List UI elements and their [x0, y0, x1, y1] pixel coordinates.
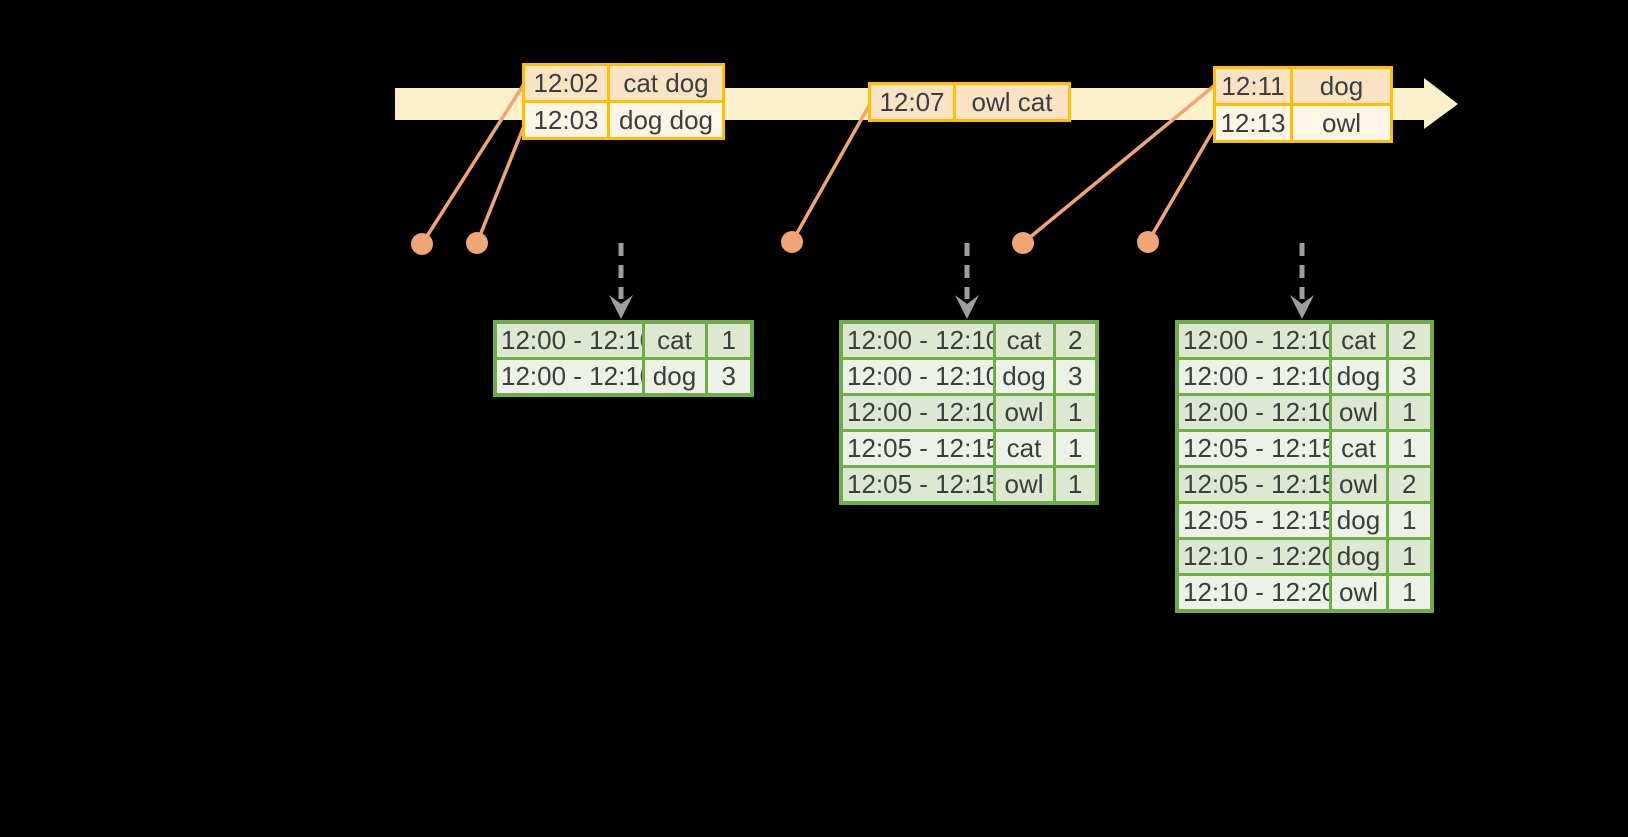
word-cell: cat	[641, 320, 708, 360]
word-cell: owl	[1328, 393, 1389, 432]
count-cell: 1	[1385, 573, 1434, 613]
word-cell: owl	[1328, 573, 1389, 613]
window-cell: 12:00 - 12:10	[839, 357, 996, 396]
word-cell: dog	[1328, 357, 1389, 396]
event-table-1: 12:02 cat dog 12:03 dog dog	[522, 63, 725, 140]
result-row: 12:00 - 12:10 owl 1	[839, 393, 1099, 432]
result-table-2: 12:00 - 12:10 cat 2 12:00 - 12:10 dog 3 …	[839, 320, 1099, 505]
result-row: 12:00 - 12:10 cat 2	[1175, 320, 1434, 360]
event-row: 12:11 dog	[1213, 66, 1393, 106]
window-cell: 12:05 - 12:15	[1175, 501, 1332, 540]
event-marker-dot	[411, 233, 433, 255]
result-row: 12:00 - 12:10 cat 2	[839, 320, 1099, 360]
event-time-cell: 12:13	[1213, 103, 1293, 143]
count-cell: 2	[1052, 320, 1099, 360]
event-words-cell: dog dog	[607, 100, 725, 140]
trigger-arrowhead-icon	[1290, 295, 1314, 319]
word-cell: cat	[992, 429, 1056, 468]
count-cell: 3	[1052, 357, 1099, 396]
event-leader-line	[475, 125, 526, 244]
event-row: 12:03 dog dog	[522, 100, 725, 140]
count-cell: 1	[1385, 501, 1434, 540]
event-time-cell: 12:07	[868, 82, 956, 122]
result-row: 12:00 - 12:10 dog 3	[1175, 357, 1434, 396]
window-cell: 12:00 - 12:10	[1175, 393, 1332, 432]
event-words-cell: owl cat	[953, 82, 1071, 122]
count-cell: 1	[1385, 537, 1434, 576]
event-leader-line	[790, 103, 872, 243]
result-row: 12:05 - 12:15 dog 1	[1175, 501, 1434, 540]
count-cell: 3	[704, 357, 754, 397]
event-row: 12:02 cat dog	[522, 63, 725, 103]
word-cell: dog	[641, 357, 708, 397]
event-row: 12:13 owl	[1213, 103, 1393, 143]
result-row: 12:00 - 12:10 dog 3	[839, 357, 1099, 396]
window-cell: 12:05 - 12:15	[1175, 465, 1332, 504]
result-row: 12:05 - 12:15 cat 1	[1175, 429, 1434, 468]
event-words-cell: dog	[1290, 66, 1393, 106]
result-row: 12:00 - 12:10 dog 3	[493, 357, 754, 397]
word-cell: cat	[1328, 320, 1389, 360]
event-leader-line	[420, 83, 526, 245]
event-time-cell: 12:03	[522, 100, 610, 140]
event-time-cell: 12:11	[1213, 66, 1293, 106]
word-cell: owl	[992, 393, 1056, 432]
word-cell: owl	[1328, 465, 1389, 504]
window-cell: 12:00 - 12:10	[493, 357, 645, 397]
word-cell: cat	[1328, 429, 1389, 468]
count-cell: 1	[1052, 465, 1099, 505]
count-cell: 1	[1052, 393, 1099, 432]
event-table-3: 12:11 dog 12:13 owl	[1213, 66, 1393, 143]
count-cell: 2	[1385, 320, 1434, 360]
window-cell: 12:05 - 12:15	[839, 429, 996, 468]
event-marker-dot	[781, 231, 803, 253]
count-cell: 1	[1385, 393, 1434, 432]
word-cell: cat	[992, 320, 1056, 360]
window-cell: 12:10 - 12:20	[1175, 537, 1332, 576]
result-row: 12:00 - 12:10 cat 1	[493, 320, 754, 360]
event-marker-dots	[411, 231, 1159, 255]
count-cell: 1	[1052, 429, 1099, 468]
timeline-arrowhead-icon	[1424, 78, 1458, 129]
result-row: 12:10 - 12:20 dog 1	[1175, 537, 1434, 576]
event-marker-dot	[1012, 232, 1034, 254]
event-time-cell: 12:02	[522, 63, 610, 103]
result-row: 12:05 - 12:15 owl 1	[839, 465, 1099, 505]
result-row: 12:00 - 12:10 owl 1	[1175, 393, 1434, 432]
word-cell: owl	[992, 465, 1056, 505]
event-marker-dot	[1137, 231, 1159, 253]
event-leader-lines	[420, 83, 1217, 245]
result-row: 12:05 - 12:15 owl 2	[1175, 465, 1434, 504]
window-cell: 12:10 - 12:20	[1175, 573, 1332, 613]
word-cell: dog	[1328, 537, 1389, 576]
result-table-3: 12:00 - 12:10 cat 2 12:00 - 12:10 dog 3 …	[1175, 320, 1434, 613]
result-row: 12:05 - 12:15 cat 1	[839, 429, 1099, 468]
count-cell: 2	[1385, 465, 1434, 504]
window-cell: 12:00 - 12:10	[493, 320, 645, 360]
window-cell: 12:05 - 12:15	[839, 465, 996, 505]
event-leader-line	[1146, 126, 1217, 243]
word-cell: dog	[1328, 501, 1389, 540]
event-words-cell: owl	[1290, 103, 1393, 143]
window-cell: 12:00 - 12:10	[839, 320, 996, 360]
count-cell: 3	[1385, 357, 1434, 396]
word-cell: dog	[992, 357, 1056, 396]
result-row: 12:10 - 12:20 owl 1	[1175, 573, 1434, 613]
event-table-2: 12:07 owl cat	[868, 82, 1071, 122]
trigger-arrows	[609, 243, 1314, 319]
trigger-arrowhead-icon	[609, 295, 633, 319]
count-cell: 1	[1385, 429, 1434, 468]
window-cell: 12:00 - 12:10	[1175, 320, 1332, 360]
window-cell: 12:05 - 12:15	[1175, 429, 1332, 468]
count-cell: 1	[704, 320, 754, 360]
window-cell: 12:00 - 12:10	[1175, 357, 1332, 396]
trigger-arrowhead-icon	[955, 295, 979, 319]
event-row: 12:07 owl cat	[868, 82, 1071, 122]
event-marker-dot	[466, 232, 488, 254]
window-cell: 12:00 - 12:10	[839, 393, 996, 432]
event-leader-line	[1021, 83, 1217, 245]
event-words-cell: cat dog	[607, 63, 725, 103]
result-table-1: 12:00 - 12:10 cat 1 12:00 - 12:10 dog 3	[493, 320, 754, 397]
